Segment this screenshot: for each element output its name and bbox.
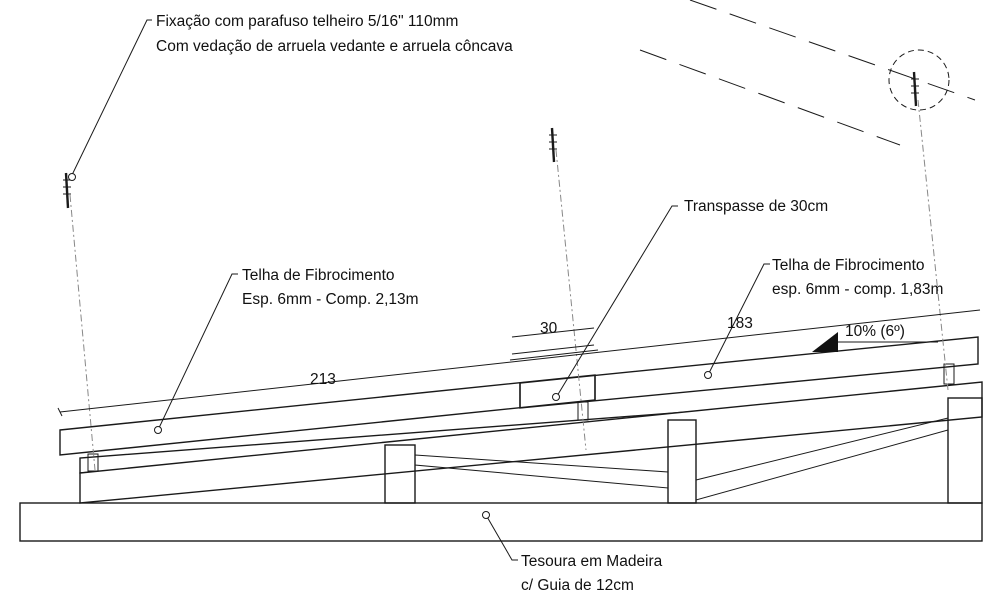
- screw-icon: [911, 71, 919, 107]
- base-beam: [19, 502, 983, 542]
- leader-truss: [485, 514, 518, 561]
- truss-label-line1: Tesoura em Madeira: [521, 553, 663, 570]
- slope-triangle-icon: [812, 332, 838, 352]
- screw-icon: [549, 127, 557, 163]
- leader-marker: [704, 371, 712, 379]
- right-tile-label-line2: esp. 6mm - comp. 1,83m: [772, 281, 943, 298]
- leader-right-tile: [707, 263, 770, 376]
- left-tile-label-line1: Telha de Fibrocimento: [242, 267, 395, 284]
- dimension-left-tile-label: 213: [310, 371, 336, 388]
- spacer-block: [943, 363, 955, 385]
- dimension-overlap-label: 30: [540, 320, 558, 337]
- fixing-label-line1: Fixação com parafuso telheiro 5/16" 110m…: [156, 13, 458, 30]
- brace-1: [414, 454, 669, 489]
- detail-callout-circle: [888, 49, 950, 111]
- left-tile-label-line2: Esp. 6mm - Comp. 2,13m: [242, 291, 419, 308]
- leader-left-tile: [157, 273, 238, 431]
- post-2: [667, 419, 697, 504]
- brace-2: [695, 417, 949, 501]
- fixing-label-line2: Com vedação de arruela vedante e arruela…: [156, 38, 513, 55]
- dimension-right-tile-label: 183: [727, 315, 753, 332]
- leader-marker: [154, 426, 162, 434]
- dimension-left-tile: [57, 309, 981, 417]
- upper-rafter: [80, 382, 982, 503]
- overlap-label: Transpasse de 30cm: [684, 198, 828, 215]
- post-3: [947, 397, 983, 504]
- leader-marker: [552, 393, 560, 401]
- leader-fixing: [71, 19, 152, 176]
- screw-axis-line: [917, 99, 949, 391]
- screw-axis-line: [555, 149, 587, 451]
- leader-marker: [68, 173, 76, 181]
- spacer-block: [87, 453, 99, 472]
- truss-label-line2: c/ Guia de 12cm: [521, 577, 634, 594]
- detail-callout-line: [639, 49, 901, 146]
- right-tile-label-line1: Telha de Fibrocimento: [772, 257, 925, 274]
- leader-marker: [482, 511, 490, 519]
- leader-overlap: [556, 205, 678, 397]
- spacer-block: [577, 401, 589, 421]
- post-1: [384, 444, 416, 504]
- slope-label: 10% (6º): [845, 323, 905, 340]
- detail-callout-line: [689, 0, 976, 101]
- screw-axis-line: [69, 194, 96, 471]
